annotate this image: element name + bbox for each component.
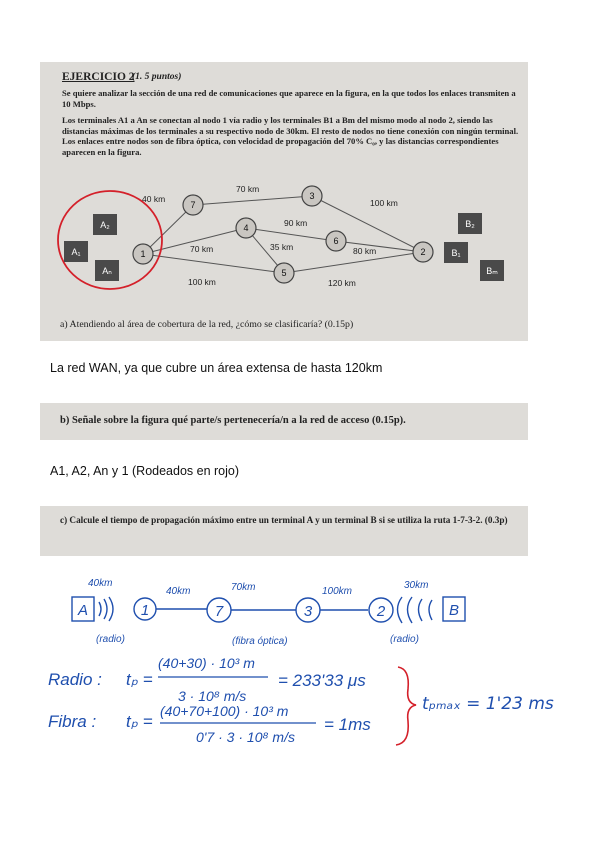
route-node: 3 bbox=[304, 603, 313, 620]
node-label: 3 bbox=[309, 191, 314, 201]
exercise-paragraph-2: Los terminales A1 a An se conectan al no… bbox=[62, 115, 519, 157]
route-node: B bbox=[449, 602, 459, 619]
route-node: 1 bbox=[141, 602, 149, 619]
distance-label: 100km bbox=[322, 586, 352, 597]
link-label: 100 km bbox=[188, 277, 216, 287]
fibra-denominator: 0'7 · 3 · 10⁸ m/s bbox=[196, 729, 295, 745]
exercise-scan: EJERCICIO 2 (1. 5 puntos) Se quiere anal… bbox=[40, 62, 528, 341]
link-label: 70 km bbox=[236, 184, 259, 194]
exercise-title: EJERCICIO 2 bbox=[62, 71, 135, 83]
route-label: (fibra óptica) bbox=[232, 636, 288, 647]
distance-label: 40km bbox=[166, 586, 190, 597]
link-label: 120 km bbox=[328, 278, 356, 288]
radio-denominator: 3 · 10⁸ m/s bbox=[178, 688, 246, 704]
question-b: b) Señale sobre la figura qué parte/s pe… bbox=[60, 415, 406, 426]
radio-numerator: (40+30) · 10³ m bbox=[158, 655, 255, 671]
node-label: 2 bbox=[420, 247, 425, 257]
tp-symbol: tₚ = bbox=[126, 670, 153, 689]
answer-b: A1, A2, An y 1 (Rodeados en rojo) bbox=[50, 464, 240, 478]
radio-result: = 233'33 μs bbox=[278, 671, 366, 690]
route-node: A bbox=[77, 602, 88, 619]
link-label: 40 km bbox=[142, 194, 165, 204]
terminal-label: A₂ bbox=[100, 220, 110, 230]
node-label: 4 bbox=[243, 223, 248, 233]
question-c: c) Calcule el tiempo de propagación máxi… bbox=[60, 515, 508, 525]
link-label: 90 km bbox=[284, 218, 307, 228]
link-label: 35 km bbox=[270, 242, 293, 252]
distance-label: 40km bbox=[88, 578, 112, 589]
radio-label: Radio : bbox=[48, 670, 102, 689]
fibra-label: Fibra : bbox=[48, 712, 96, 731]
node-label: 7 bbox=[190, 200, 195, 210]
route-label: (radio) bbox=[96, 634, 125, 645]
question-a: a) Atendiendo al área de cobertura de la… bbox=[60, 319, 354, 330]
access-network-red-circle bbox=[57, 190, 163, 290]
question-b-scan: b) Señale sobre la figura qué parte/s pe… bbox=[40, 403, 528, 440]
link-label: 80 km bbox=[353, 246, 376, 256]
fibra-result: = 1ms bbox=[324, 715, 371, 734]
terminal-label: Aₙ bbox=[102, 266, 112, 276]
terminal-label: A₁ bbox=[71, 247, 80, 257]
route-node: 2 bbox=[376, 603, 386, 620]
distance-label: 30km bbox=[404, 580, 428, 591]
exercise-points: (1. 5 puntos) bbox=[132, 72, 182, 82]
total-propagation-time: tₚₘₐₓ = 1'23 ms bbox=[422, 694, 554, 714]
network-figure: 40 km 70 km 100 km 90 km 70 km 35 km 80 … bbox=[57, 184, 504, 290]
exercise-paragraph-1: Se quiere analizar la sección de una red… bbox=[62, 88, 516, 109]
terminal-label: Bₘ bbox=[486, 266, 498, 276]
route-label: (radio) bbox=[390, 634, 419, 645]
question-c-scan: c) Calcule el tiempo de propagación máxi… bbox=[40, 506, 528, 556]
terminal-label: B₁ bbox=[451, 248, 460, 258]
fibra-numerator: (40+70+100) · 10³ m bbox=[160, 703, 289, 719]
node-label: 5 bbox=[281, 268, 286, 278]
answer-a: La red WAN, ya que cubre un área extensa… bbox=[50, 361, 383, 375]
handwritten-solution: 40km 40km 70km 100km 30km A 1 7 3 2 B (r… bbox=[48, 578, 554, 746]
node-label: 6 bbox=[333, 236, 338, 246]
red-brace bbox=[395, 666, 417, 746]
link-label: 100 km bbox=[370, 198, 398, 208]
link-label: 70 km bbox=[190, 244, 213, 254]
route-node: 7 bbox=[215, 603, 224, 620]
node-label: 1 bbox=[140, 249, 145, 259]
distance-label: 70km bbox=[231, 582, 255, 593]
terminal-label: B₂ bbox=[465, 219, 475, 229]
tp-symbol: tₚ = bbox=[126, 712, 153, 731]
